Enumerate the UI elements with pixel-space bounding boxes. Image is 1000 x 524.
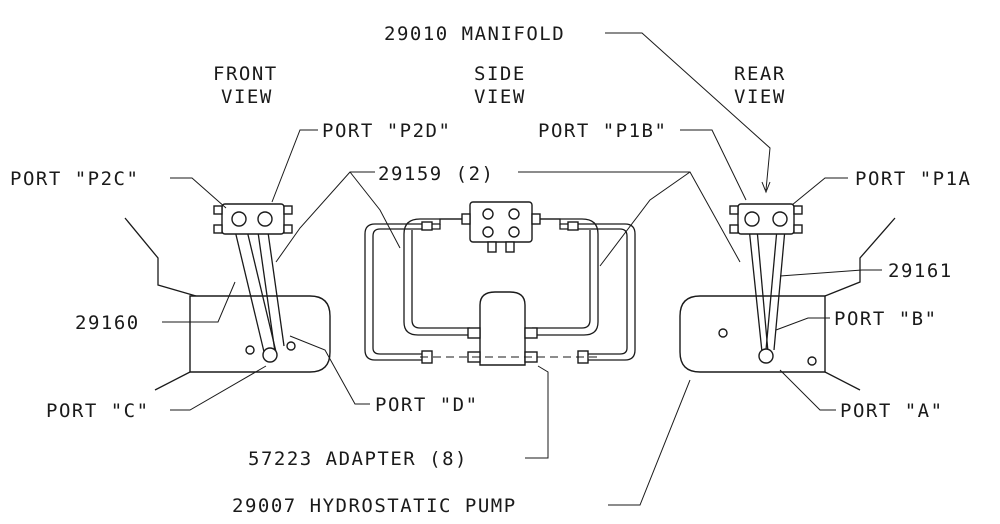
leader-manifold-arrow xyxy=(761,181,771,194)
front-hose-fitting xyxy=(262,347,278,363)
rear-manifold-bolt xyxy=(729,224,739,234)
rear-frame-upper-line xyxy=(824,217,896,297)
rear-hose-fitting xyxy=(758,348,774,364)
label-29159: 29159 (2) xyxy=(378,163,494,185)
front-manifold-port xyxy=(257,211,273,227)
side-manifold-fitting xyxy=(505,241,515,253)
label-port-b: PORT "B" xyxy=(834,308,938,330)
rear-manifold-port xyxy=(744,211,760,227)
label-adapter: 57223 ADAPTER (8) xyxy=(248,448,468,470)
side-manifold-port xyxy=(482,226,494,238)
rear-view xyxy=(679,203,896,391)
rear-pump-bolt xyxy=(718,328,728,338)
front-manifold-port xyxy=(231,211,247,227)
side-hose-right-inner xyxy=(532,218,599,336)
side-hose-left-outer xyxy=(364,218,462,361)
label-rear-view-line1: REAR xyxy=(734,63,786,85)
leader-port-p2d xyxy=(271,129,318,203)
side-pump-fitting xyxy=(467,327,481,339)
label-rear-view-line2: VIEW xyxy=(734,86,786,108)
side-loop-fitting xyxy=(421,221,433,231)
leader-lines xyxy=(162,32,882,506)
side-pump-fitting xyxy=(524,327,538,339)
label-pump: 29007 HYDROSTATIC PUMP xyxy=(232,495,517,517)
rear-frame-lower-line xyxy=(824,371,861,391)
rear-manifold-bolt xyxy=(793,205,803,215)
front-frame-upper-line xyxy=(124,217,197,297)
leader-port-d xyxy=(289,335,370,405)
front-hose-b xyxy=(243,217,278,357)
leader-29159-b xyxy=(349,171,401,249)
front-pump-bolt xyxy=(245,345,255,355)
leader-29159-a xyxy=(275,171,375,263)
label-29161: 29161 xyxy=(888,260,953,282)
front-pump-bolt xyxy=(286,341,296,351)
leader-port-c xyxy=(170,365,267,411)
rear-hose-d xyxy=(773,217,787,351)
label-port-c: PORT "C" xyxy=(46,400,150,422)
side-manifold-fitting xyxy=(487,241,497,253)
side-pump-body xyxy=(479,291,526,366)
rear-hose-b xyxy=(755,217,769,353)
rear-hose-a xyxy=(747,217,763,353)
front-manifold-bolt xyxy=(283,205,293,215)
leader-port-b xyxy=(775,317,830,331)
leader-port-p1a xyxy=(791,177,848,206)
side-hose-right-outer xyxy=(540,218,636,361)
label-manifold: 29010 MANIFOLD xyxy=(384,23,565,45)
rear-manifold-port xyxy=(772,211,788,227)
label-port-p2d: PORT "P2D" xyxy=(322,120,451,142)
labels: 29010 MANIFOLD FRONT VIEW SIDE VIEW REAR… xyxy=(10,23,971,517)
leader-manifold xyxy=(605,32,771,191)
leader-29159-d xyxy=(599,171,691,267)
side-hose-left-inner-b xyxy=(411,230,470,329)
front-manifold-bolt xyxy=(283,224,293,234)
label-front-view-line2: VIEW xyxy=(221,86,273,108)
label-port-d: PORT "D" xyxy=(375,394,479,416)
side-loop-fitting xyxy=(567,221,579,231)
front-hose-c xyxy=(255,217,276,353)
leader-29161 xyxy=(779,269,882,277)
label-port-p2c: PORT "P2C" xyxy=(10,168,139,190)
rear-manifold-bolt xyxy=(729,205,739,215)
rear-manifold-bolt xyxy=(793,224,803,234)
rear-hose-c xyxy=(765,217,779,351)
rear-pump-body xyxy=(679,295,826,373)
leader-port-a xyxy=(779,369,836,411)
leader-29159-c xyxy=(518,171,741,263)
side-manifold-fitting xyxy=(461,213,471,225)
side-hose-right-outer-inner xyxy=(559,224,628,355)
front-hose-d xyxy=(265,217,285,347)
side-manifold-port xyxy=(508,208,520,220)
label-front-view-line1: FRONT xyxy=(213,63,278,85)
side-manifold-port xyxy=(482,208,494,220)
side-view xyxy=(364,201,636,366)
side-manifold xyxy=(469,201,533,243)
leader-adapter xyxy=(525,365,549,459)
leader-port-p2c xyxy=(170,177,227,209)
label-side-view-line1: SIDE xyxy=(474,63,526,85)
front-hose-a xyxy=(231,217,266,357)
side-hose-right-inner-b xyxy=(532,230,591,329)
rear-pump-bolt xyxy=(807,356,817,366)
label-port-p1b: PORT "P1B" xyxy=(538,120,667,142)
side-manifold-fitting xyxy=(531,213,541,225)
leader-29160 xyxy=(162,281,236,323)
front-manifold-bolt xyxy=(213,205,223,215)
label-port-a: PORT "A" xyxy=(840,400,944,422)
leader-port-p1b xyxy=(680,129,747,201)
side-hose-left-inner xyxy=(403,218,470,336)
label-side-view-line2: VIEW xyxy=(474,86,526,108)
label-port-p1a: PORT "P1A xyxy=(855,168,971,190)
leader-pump xyxy=(608,379,691,506)
front-view xyxy=(124,203,331,391)
side-manifold-port xyxy=(508,226,520,238)
front-frame-lower-line xyxy=(154,371,191,391)
side-hose-left-outer-inner xyxy=(372,224,441,355)
label-29160: 29160 xyxy=(75,312,140,334)
front-manifold-bolt xyxy=(213,224,223,234)
